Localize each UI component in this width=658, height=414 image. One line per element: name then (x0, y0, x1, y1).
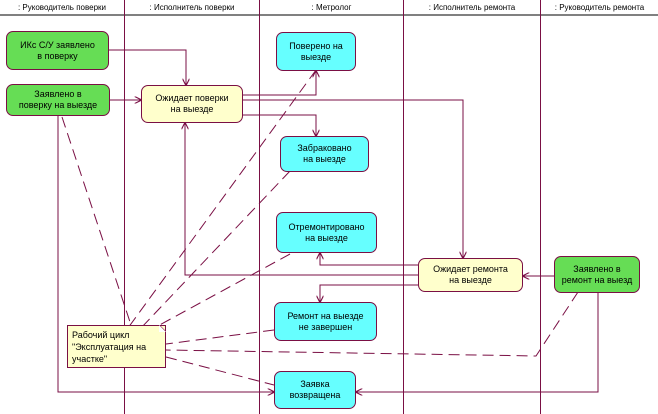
arrow-awaiting-to-repair (243, 99, 463, 258)
arrow-awaiting-to-verified (243, 71, 316, 96)
arrow-awaiting-repair-to-repaired (320, 253, 418, 266)
note-anchor-verified (127, 69, 317, 329)
lane-header-verification-manager: : Руководитель поверки (17, 3, 106, 12)
state-request-returned[interactable]: Заявка возвращена (274, 371, 356, 409)
lane-header-metrologist: : Метролог (311, 3, 352, 12)
lane-header-verification-executor: : Исполнитель поверки (149, 3, 235, 12)
arrow-repair-manager-to-returned (356, 292, 599, 392)
state-awaiting-verification[interactable]: Ожидает поверки на выезде (141, 85, 243, 123)
note-anchor-submitted (61, 116, 133, 329)
note-anchor-repair-manager (165, 291, 579, 357)
arrow-awaiting-repair-to-awaiting (185, 123, 418, 276)
note-anchor-rejected (140, 170, 291, 329)
arrow-ik-to-awaiting (109, 49, 186, 85)
state-submitted-repair[interactable]: Заявлено в ремонт на выезд (554, 256, 640, 293)
arrow-awaiting-to-rejected (243, 114, 316, 136)
arrow-awaiting-repair-to-incomplete (320, 284, 418, 302)
state-repaired-onsite[interactable]: Отремонтировано на выезде (276, 212, 377, 253)
state-repair-incomplete[interactable]: Ремонт на выезде не завершен (274, 302, 377, 341)
note-work-cycle: Рабочий цикл "Эксплуатация на участке" (67, 325, 166, 368)
state-awaiting-repair[interactable]: Ожидает ремонта на выезде (418, 258, 523, 292)
lane-header-repair-manager: : Руководитель ремонта (554, 3, 645, 12)
note-anchor-returned (165, 356, 275, 386)
note-anchor-repaired (153, 253, 291, 329)
lane-header-repair-executor: : Исполнитель ремонта (428, 3, 516, 12)
note-fold-corner (159, 325, 166, 332)
state-submitted-onsite[interactable]: Заявлено в поверку на выезде (6, 84, 110, 116)
note-anchor-incomplete (165, 329, 275, 345)
arrow-submitted-to-returned (57, 116, 274, 392)
state-verified-onsite[interactable]: Поверено на выезде (276, 32, 356, 71)
state-rejected-onsite[interactable]: Забраковано на выезде (280, 136, 369, 172)
state-ik-submitted[interactable]: ИКс С/У заявлено в поверку (6, 31, 109, 70)
